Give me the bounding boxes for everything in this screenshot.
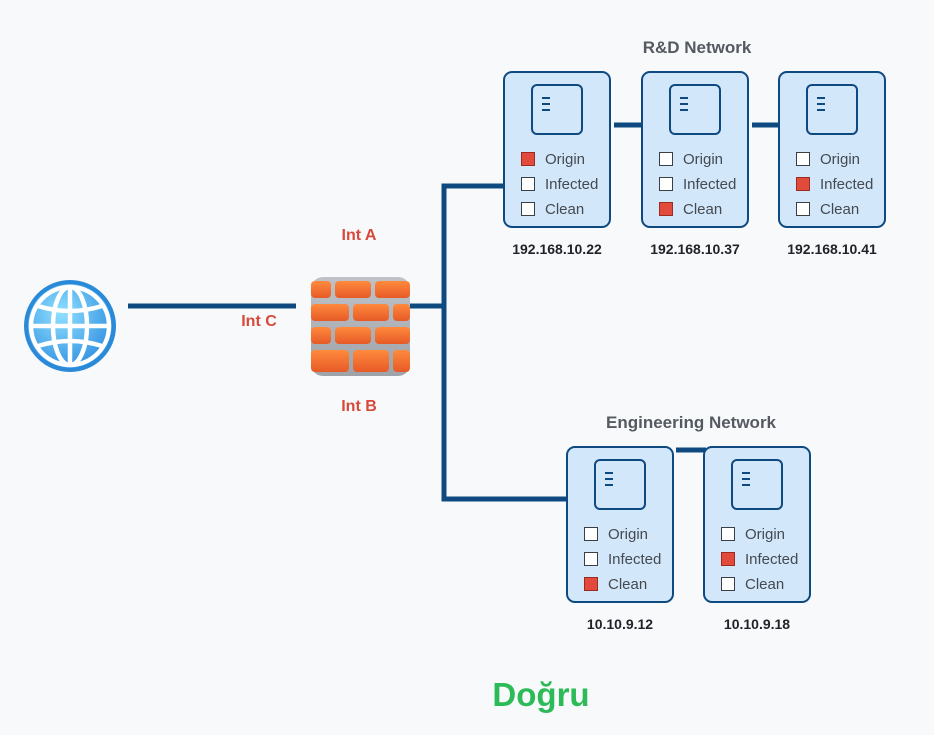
clean-label: Clean bbox=[820, 200, 860, 218]
option-origin[interactable]: Origin bbox=[521, 150, 585, 168]
infected-label: Infected bbox=[608, 550, 662, 568]
clean-checkbox[interactable] bbox=[521, 202, 535, 216]
infected-checkbox[interactable] bbox=[796, 177, 810, 191]
host-ip: 192.168.10.37 bbox=[650, 241, 740, 257]
monitor-icon bbox=[806, 84, 858, 135]
int-a-label: Int A bbox=[341, 227, 377, 244]
infected-label: Infected bbox=[820, 175, 874, 193]
origin-label: Origin bbox=[820, 150, 861, 168]
option-origin[interactable]: Origin bbox=[721, 525, 785, 543]
int-c-label: Int C bbox=[241, 313, 277, 330]
origin-label: Origin bbox=[608, 525, 649, 543]
option-infected[interactable]: Infected bbox=[721, 550, 798, 568]
clean-label: Clean bbox=[608, 575, 648, 593]
monitor-icon bbox=[531, 84, 583, 135]
origin-checkbox[interactable] bbox=[521, 152, 535, 166]
option-clean[interactable]: Clean bbox=[659, 200, 722, 218]
clean-checkbox[interactable] bbox=[659, 202, 673, 216]
clean-label: Clean bbox=[745, 575, 785, 593]
option-clean[interactable]: Clean bbox=[584, 575, 647, 593]
option-infected[interactable]: Infected bbox=[521, 175, 598, 193]
monitor-icon bbox=[731, 459, 783, 510]
origin-label: Origin bbox=[545, 150, 586, 168]
option-origin[interactable]: Origin bbox=[796, 150, 860, 168]
option-clean[interactable]: Clean bbox=[721, 575, 784, 593]
origin-checkbox[interactable] bbox=[796, 152, 810, 166]
clean-checkbox[interactable] bbox=[721, 577, 735, 591]
clean-label: Clean bbox=[545, 200, 585, 218]
infected-checkbox[interactable] bbox=[659, 177, 673, 191]
host-ip: 10.10.9.12 bbox=[586, 616, 654, 632]
clean-checkbox[interactable] bbox=[584, 577, 598, 591]
infected-label: Infected bbox=[545, 175, 599, 193]
option-infected[interactable]: Infected bbox=[796, 175, 873, 193]
int-b-label: Int B bbox=[341, 398, 377, 415]
option-infected[interactable]: Infected bbox=[584, 550, 661, 568]
monitor-icon bbox=[669, 84, 721, 135]
result-label: Doğru bbox=[492, 676, 590, 713]
clean-checkbox[interactable] bbox=[796, 202, 810, 216]
infected-checkbox[interactable] bbox=[521, 177, 535, 191]
infected-checkbox[interactable] bbox=[721, 552, 735, 566]
origin-checkbox[interactable] bbox=[721, 527, 735, 541]
origin-checkbox[interactable] bbox=[659, 152, 673, 166]
origin-checkbox[interactable] bbox=[584, 527, 598, 541]
globe-icon bbox=[24, 280, 116, 372]
infected-label: Infected bbox=[745, 550, 799, 568]
option-clean[interactable]: Clean bbox=[521, 200, 584, 218]
infected-label: Infected bbox=[683, 175, 737, 193]
origin-label: Origin bbox=[683, 150, 724, 168]
engineering-network-title: Engineering Network bbox=[605, 413, 777, 432]
origin-label: Origin bbox=[745, 525, 786, 543]
firewall-icon bbox=[311, 277, 410, 376]
option-clean[interactable]: Clean bbox=[796, 200, 859, 218]
clean-label: Clean bbox=[683, 200, 723, 218]
host-ip: 192.168.10.22 bbox=[512, 241, 602, 257]
infected-checkbox[interactable] bbox=[584, 552, 598, 566]
option-origin[interactable]: Origin bbox=[584, 525, 648, 543]
rd-network-title: R&D Network bbox=[642, 38, 752, 57]
host-ip: 10.10.9.18 bbox=[723, 616, 791, 632]
host-ip: 192.168.10.41 bbox=[787, 241, 877, 257]
option-origin[interactable]: Origin bbox=[659, 150, 723, 168]
monitor-icon bbox=[594, 459, 646, 510]
option-infected[interactable]: Infected bbox=[659, 175, 736, 193]
wire-trunk bbox=[441, 183, 568, 502]
